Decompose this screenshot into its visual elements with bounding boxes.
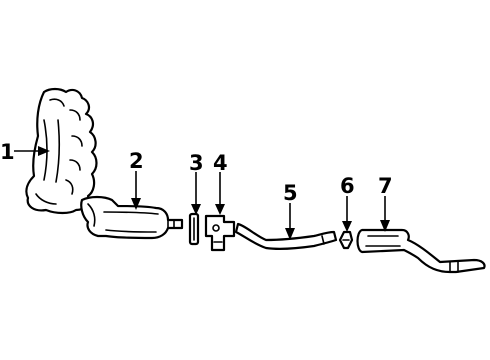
part-1-exhaust-manifold: [25, 87, 98, 215]
part-7-muffler-tailpipe: [356, 228, 486, 274]
callout-2: 2: [129, 149, 144, 173]
leader-4: [215, 172, 225, 215]
leader-1: [14, 146, 50, 156]
part-6-clamp: [338, 230, 354, 250]
leader-6: [342, 196, 352, 232]
leader-5: [285, 203, 295, 240]
callout-3: 3: [189, 151, 204, 175]
leader-3: [191, 172, 201, 215]
callout-4: 4: [213, 151, 228, 175]
leader-2: [131, 171, 141, 210]
callout-6: 6: [340, 174, 355, 198]
part-4-flange-connector: [204, 214, 236, 252]
part-5-intermediate-pipe: [234, 222, 338, 250]
callout-7: 7: [378, 174, 393, 198]
callout-5: 5: [283, 181, 298, 205]
callout-1: 1: [0, 140, 15, 164]
part-3-gasket: [188, 212, 200, 246]
leader-7: [380, 196, 390, 232]
part-2-front-pipe-converter: [80, 195, 184, 240]
